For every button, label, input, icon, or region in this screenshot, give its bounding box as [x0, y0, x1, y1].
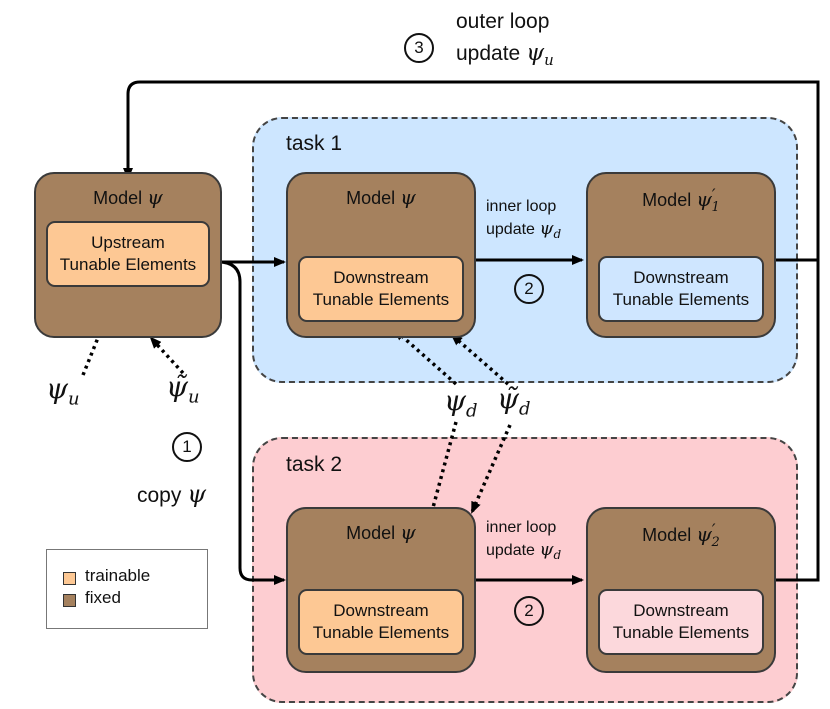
task-2-step-2-badge: 2	[514, 596, 544, 626]
task-1-model-psi-title: Model ψ	[346, 185, 416, 209]
task-2-frozen-downstream-tunable: Downstream Tunable Elements	[598, 589, 764, 655]
task-2-inner-loop-label: inner loop	[486, 519, 557, 536]
outer-loop-label: outer loop	[456, 10, 550, 33]
legend-trainable-swatch	[63, 572, 76, 585]
copy-label: copy ψ	[137, 480, 207, 508]
psi-d-tilde-arrow-down	[470, 424, 512, 514]
psi-d-tilde-arrow-up	[450, 333, 510, 386]
psi-u-tilde-arrow	[149, 336, 185, 375]
task-1-model-psi1-prime-title: Model ψ′1	[642, 185, 720, 215]
task-2-inner-loop-update: update ψd	[486, 539, 562, 563]
base-model: Model ψ Upstream Tunable Elements	[34, 172, 222, 338]
task-2-model-psi: Model ψ Downstream Tunable Elements	[286, 507, 476, 673]
legend-fixed-label: fixed	[85, 588, 121, 607]
legend-trainable-label: trainable	[85, 566, 151, 585]
task-1-downstream-tunable: Downstream Tunable Elements	[298, 256, 464, 322]
psi-d-tilde-symbol: ψ̃d	[497, 382, 531, 420]
step-3-badge: 3	[404, 33, 434, 63]
task-2-model-psi2-prime: Model ψ′2 Downstream Tunable Elements	[586, 507, 776, 673]
outer-loop-arrow	[123, 80, 820, 262]
outer-loop-arrow-task2	[772, 250, 820, 582]
task-1-step-2-badge: 2	[514, 274, 544, 304]
psi-d-symbol: ψd	[444, 384, 478, 422]
task-1-frozen-downstream-tunable: Downstream Tunable Elements	[598, 256, 764, 322]
task-2-model-psi-title: Model ψ	[346, 520, 416, 544]
psi-u-tilde-symbol: ψ̃u	[166, 370, 200, 408]
task-1-inner-loop-label: inner loop	[486, 198, 557, 215]
task-2-model-psi2-prime-title: Model ψ′2	[642, 520, 720, 550]
legend-fixed-swatch	[63, 594, 76, 607]
legend: trainable fixed	[46, 549, 208, 629]
task-1-model-psi: Model ψ Downstream Tunable Elements	[286, 172, 476, 338]
base-model-title: Model ψ	[93, 185, 163, 209]
psi-d-arrow-up	[393, 328, 458, 386]
psi-u-symbol: ψu	[46, 372, 80, 410]
task-1-model-psi1-prime: Model ψ′1 Downstream Tunable Elements	[586, 172, 776, 338]
outer-loop-update-label: update ψu	[456, 40, 554, 70]
task-2-label: task 2	[286, 453, 343, 476]
task-2-downstream-tunable: Downstream Tunable Elements	[298, 589, 464, 655]
upstream-tunable-elements: Upstream Tunable Elements	[46, 221, 210, 287]
task-1-inner-loop-update: update ψd	[486, 218, 562, 242]
copy-arrow-task2	[217, 260, 286, 585]
task-1-label: task 1	[286, 132, 343, 155]
step-1-badge: 1	[172, 432, 202, 462]
